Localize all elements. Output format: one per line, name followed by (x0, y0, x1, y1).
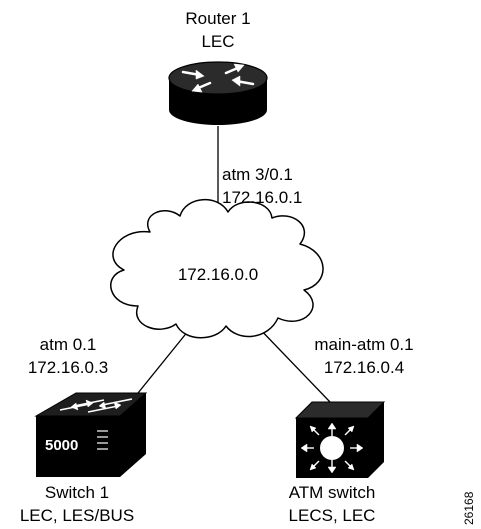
atm-interface: main-atm 0.1 (314, 335, 414, 354)
atm-switch-label: ATM switch LECS, LEC (272, 481, 392, 527)
router-label: Router 1 LEC (160, 7, 276, 53)
switch-role: LEC, LES/BUS (19, 506, 135, 525)
atm-switch-role: LECS, LEC (288, 506, 376, 525)
switch-model-badge: 5000 (45, 437, 79, 454)
router-interface: atm 3/0.1 (222, 165, 293, 184)
cloud-atmswitch-link (254, 323, 331, 403)
atm-link-label: main-atm 0.1 172.16.0.4 (286, 333, 442, 379)
figure-number: 26168 (462, 491, 476, 525)
switch-interface: atm 0.1 (39, 335, 97, 354)
router-role: LEC (201, 32, 235, 51)
router-name: Router 1 (185, 9, 251, 28)
atm-address: 172.16.0.4 (323, 358, 405, 377)
switch-label: Switch 1 LEC, LES/BUS (6, 481, 148, 527)
cloud-icon (110, 198, 324, 339)
switch-address: 172.16.0.3 (27, 358, 109, 377)
router-address: 172.16.0.1 (222, 188, 303, 207)
lan-switch-icon (34, 392, 148, 477)
switch-link-label: atm 0.1 172.16.0.3 (12, 333, 124, 379)
switch-name: Switch 1 (44, 483, 110, 502)
router-icon (168, 61, 268, 125)
cloud-switch1-link (137, 324, 194, 394)
atm-switch-name: ATM switch (288, 483, 376, 502)
atm-switch-icon (294, 401, 386, 478)
router-link-label: atm 3/0.1 172.16.0.1 (222, 163, 302, 209)
cloud-network-label: 172.16.0.0 (177, 265, 259, 284)
